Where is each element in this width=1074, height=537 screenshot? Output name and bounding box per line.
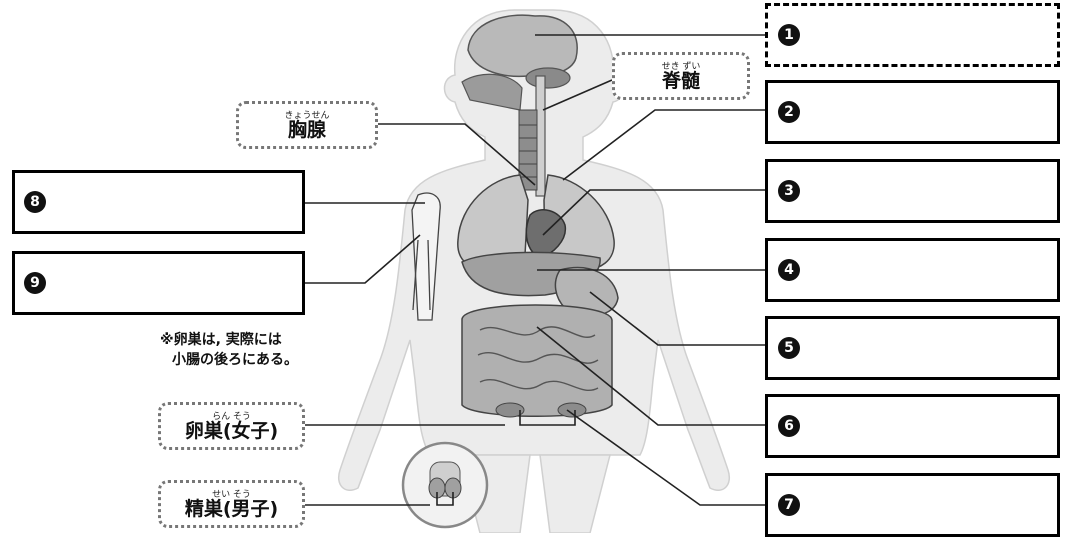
label-testis-text: 精巣(男子) bbox=[161, 494, 302, 521]
answer-box-9[interactable] bbox=[12, 251, 305, 315]
answer-box-5[interactable] bbox=[765, 316, 1060, 380]
number-badge-9: 9 bbox=[24, 272, 46, 294]
number-badge-4: 4 bbox=[778, 259, 800, 281]
number-badge-8: 8 bbox=[24, 191, 46, 213]
testis-inset bbox=[403, 443, 487, 527]
answer-box-3[interactable] bbox=[765, 159, 1060, 223]
answer-box-6[interactable] bbox=[765, 394, 1060, 458]
ovary-note-line-2: 小腸の後ろにある。 bbox=[160, 350, 380, 370]
number-badge-2: 2 bbox=[778, 101, 800, 123]
answer-box-1[interactable] bbox=[765, 3, 1060, 67]
answer-box-8[interactable] bbox=[12, 170, 305, 234]
answer-box-7[interactable] bbox=[765, 473, 1060, 537]
number-badge-5: 5 bbox=[778, 337, 800, 359]
number-badge-7: 7 bbox=[778, 494, 800, 516]
ovary-note-line-1: ※卵巣は, 実際には bbox=[160, 330, 380, 350]
answer-box-4[interactable] bbox=[765, 238, 1060, 302]
label-thymus: きょうせん 胸腺 bbox=[236, 101, 378, 149]
number-badge-3: 3 bbox=[778, 180, 800, 202]
label-spinal-cord: せき ずい 脊髄 bbox=[612, 52, 750, 100]
number-badge-1: 1 bbox=[778, 24, 800, 46]
label-thymus-text: 胸腺 bbox=[239, 115, 375, 142]
answer-box-2[interactable] bbox=[765, 80, 1060, 144]
label-testis: せい そう 精巣(男子) bbox=[158, 480, 305, 528]
label-spinal-cord-text: 脊髄 bbox=[615, 66, 747, 93]
intestines bbox=[462, 305, 612, 417]
label-ovary-text: 卵巣(女子) bbox=[161, 416, 302, 443]
number-badge-6: 6 bbox=[778, 415, 800, 437]
ovary-note: ※卵巣は, 実際には 小腸の後ろにある。 bbox=[160, 330, 380, 370]
label-ovary: らん そう 卵巣(女子) bbox=[158, 402, 305, 450]
